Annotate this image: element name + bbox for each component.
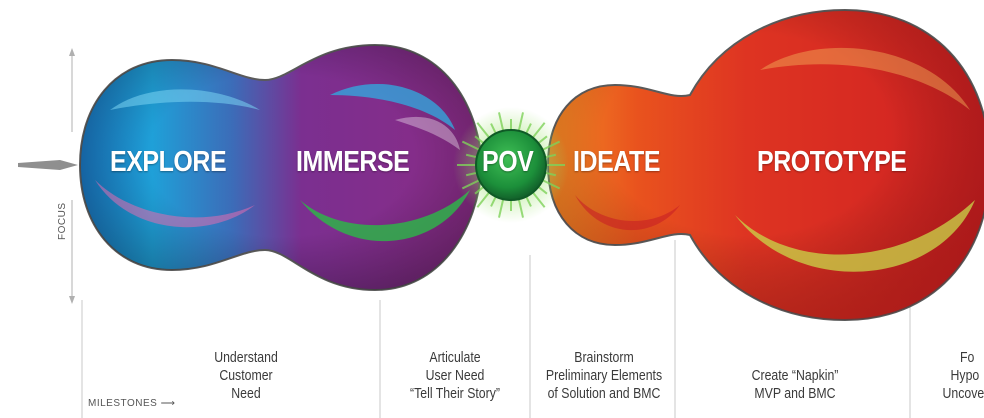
milestone-immerse: Articulate User Need “Tell Their Story”	[406, 349, 504, 403]
pov-ray	[498, 112, 505, 133]
pov-ray	[461, 178, 481, 190]
pov-ray	[476, 190, 491, 208]
pov-ray	[465, 153, 479, 159]
immerse-swoosh-green	[300, 190, 470, 242]
pov-ray	[543, 171, 557, 177]
phase-label-ideate: IDEATE	[573, 146, 661, 178]
immerse-highlight	[395, 116, 460, 150]
pov-ray	[524, 123, 532, 135]
milestones-arrow-icon: ⟶	[160, 398, 176, 409]
focus-axis-label: FOCUS	[57, 202, 68, 241]
pov-ray	[531, 190, 546, 208]
milestones-label-text: MILESTONES	[88, 398, 158, 409]
ideate-swoosh	[575, 195, 680, 231]
milestone-line: Articulate	[429, 349, 481, 366]
milestone-line: Customer	[219, 367, 273, 384]
milestone-explore: Understand Customer Need	[205, 349, 287, 403]
explore-swoosh-top	[110, 89, 260, 110]
focus-axis-arrow-down	[69, 296, 75, 304]
milestones-axis-label: MILESTONES ⟶	[88, 398, 175, 409]
milestone-prototype: Create “Napkin” MVP and BMC	[746, 367, 844, 403]
milestone-line: Understand	[214, 349, 278, 366]
milestone-line: Brainstorm	[574, 349, 634, 366]
milestone-line: User Need	[425, 367, 485, 384]
entry-arrow-icon	[18, 160, 78, 170]
phase-label-prototype: PROTOTYPE	[757, 146, 907, 178]
immerse-swoosh-blue	[330, 83, 455, 130]
phase-label-pov: POV	[482, 146, 534, 178]
pov-ray	[498, 197, 505, 218]
pov-ray	[465, 171, 479, 177]
pov-ray	[524, 195, 532, 207]
milestone-line: Fo	[959, 349, 975, 366]
phase-label-explore: EXPLORE	[110, 146, 227, 178]
milestone-line: Hypo	[950, 367, 980, 384]
pov-ray	[517, 112, 524, 133]
pov-ray	[541, 178, 561, 190]
pov-ray	[461, 140, 481, 152]
milestone-line: MVP and BMC	[754, 385, 836, 402]
milestone-line: Create “Napkin”	[751, 367, 839, 384]
phase-label-immerse: IMMERSE	[296, 146, 410, 178]
milestone-line: “Tell Their Story”	[410, 385, 500, 402]
pov-ray	[531, 122, 546, 140]
ideate-prototype-shading	[548, 10, 984, 320]
explore-swoosh	[95, 180, 255, 228]
focus-axis-arrow-up	[69, 48, 75, 56]
milestone-line: Preliminary Elements	[545, 367, 663, 384]
prototype-swoosh-yellow	[735, 200, 975, 272]
milestone-ideate: Brainstorm Preliminary Elements of Solut…	[539, 349, 669, 403]
milestone-next: Fo Hypo Uncove	[935, 349, 984, 403]
pov-ray	[476, 122, 491, 140]
pov-ray	[541, 140, 561, 152]
pov-ray	[517, 197, 524, 218]
pov-ray	[543, 153, 557, 159]
milestone-line: Uncove	[942, 385, 984, 402]
milestone-line: of Solution and BMC	[547, 385, 661, 402]
pov-starburst	[453, 107, 569, 223]
milestone-line: Need	[231, 385, 261, 402]
prototype-swoosh-top	[760, 47, 970, 110]
